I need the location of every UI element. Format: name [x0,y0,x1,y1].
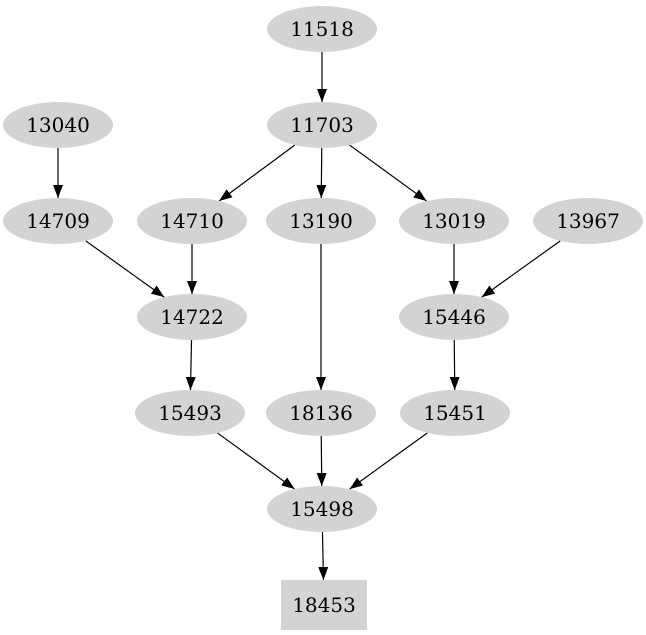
node-ellipse-14722 [137,294,247,340]
node-18136: 18136 [266,390,376,436]
edge-layer [53,52,561,581]
node-15498: 15498 [267,486,377,532]
node-13019: 13019 [399,198,509,244]
node-11518: 11518 [267,6,377,52]
node-18453: 18453 [281,580,367,630]
edge-13967-to-15446 [481,240,561,298]
node-11703: 11703 [267,102,377,148]
node-box-18453 [281,580,367,630]
node-ellipse-14709 [3,198,113,244]
node-ellipse-15498 [267,486,377,532]
node-13967: 13967 [533,198,643,244]
node-14722: 14722 [137,294,247,340]
node-15493: 15493 [135,390,245,436]
edge-14722-to-15493 [185,339,196,391]
node-14710: 14710 [137,198,247,244]
edge-11703-to-13019 [349,144,427,202]
node-14709: 14709 [3,198,113,244]
node-ellipse-15493 [135,390,245,436]
node-ellipse-15446 [399,294,509,340]
node-ellipse-15451 [400,390,510,436]
node-ellipse-13040 [3,102,113,148]
edge-15493-to-15498 [217,432,295,490]
node-ellipse-11703 [267,102,377,148]
edge-15498-to-18453 [318,531,329,581]
node-ellipse-14710 [137,198,247,244]
edge-15446-to-15451 [449,339,460,391]
node-15446: 15446 [399,294,509,340]
node-ellipse-13019 [399,198,509,244]
edge-15451-to-15498 [349,432,428,490]
edge-11703-to-14710 [218,144,296,202]
edge-18136-to-15498 [316,435,327,487]
node-ellipse-13967 [533,198,643,244]
node-13190: 13190 [266,198,376,244]
node-ellipse-18136 [266,390,376,436]
edge-14709-to-14722 [85,240,165,298]
edge-11703-to-13190 [316,147,327,199]
node-ellipse-11518 [267,6,377,52]
node-15451: 15451 [400,390,510,436]
node-ellipse-13190 [266,198,376,244]
node-13040: 13040 [3,102,113,148]
